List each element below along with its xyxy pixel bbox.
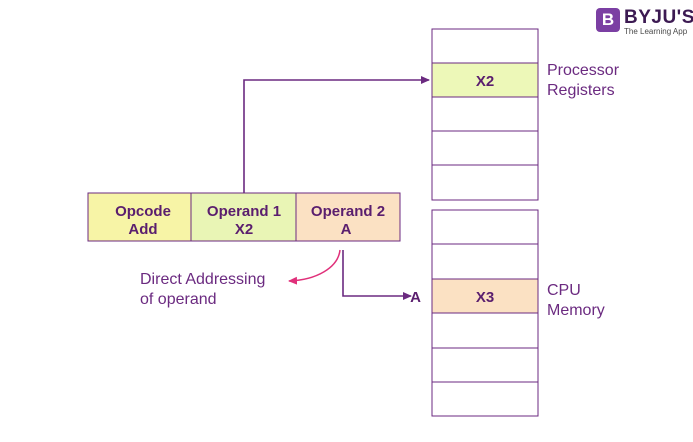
memory-row (431, 381, 539, 417)
opcode-label: Opcode (115, 203, 171, 220)
registers-label-line1: Processor (547, 62, 620, 79)
operand1-label: Operand 1 (207, 203, 281, 220)
logo-tagline: The Learning App (624, 27, 688, 36)
direct-addressing-callout-arrow (288, 249, 341, 285)
register-highlighted-value: X2 (476, 73, 494, 90)
annotation-line2: of operand (140, 291, 217, 308)
register-row (431, 130, 539, 166)
memory-label-line2: Memory (547, 302, 605, 319)
registers-label-line2: Registers (547, 82, 615, 99)
cpu-memory: X3 CPU Memory A (410, 209, 605, 417)
operand2-label: Operand 2 (311, 203, 385, 220)
register-row (431, 96, 539, 132)
logo-badge-letter: B (601, 10, 615, 29)
byjus-logo: B BYJU'S The Learning App (596, 7, 693, 39)
memory-row (431, 347, 539, 383)
annotation-line1: Direct Addressing (140, 271, 265, 288)
operand2-cell (295, 192, 401, 242)
opcode-value: Add (128, 221, 157, 238)
memory-row-highlighted (431, 278, 539, 314)
operand2-value: A (341, 221, 352, 238)
operand1-value: X2 (235, 221, 253, 238)
logo-badge-icon: B (596, 8, 620, 32)
instruction-format: Opcode Add Operand 1 X2 Operand 2 A (87, 192, 401, 242)
memory-label-line1: CPU (547, 282, 581, 299)
register-row (431, 28, 539, 64)
memory-row (431, 312, 539, 349)
operand1-cell (190, 192, 297, 242)
processor-registers: X2 Processor Registers (431, 28, 620, 201)
memory-row (431, 209, 539, 245)
memory-row (431, 243, 539, 280)
register-row (431, 164, 539, 201)
memory-address-label: A (410, 289, 421, 306)
operand1-to-register-arrow (243, 76, 430, 193)
operand2-to-memory-arrow (342, 250, 412, 300)
logo-name: BYJU'S (624, 7, 693, 28)
register-row-highlighted (431, 62, 539, 98)
memory-highlighted-value: X3 (476, 289, 494, 306)
